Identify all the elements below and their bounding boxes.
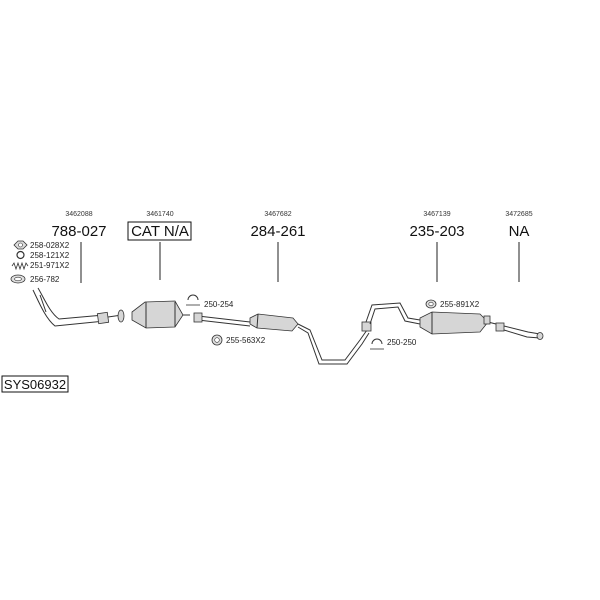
part-number-5: NA bbox=[509, 223, 530, 240]
part-number-4: 235-203 bbox=[409, 223, 464, 240]
u-clamp-icon-1 bbox=[186, 294, 200, 306]
hex-nut-icon bbox=[13, 240, 28, 250]
accessory-label-2: 258-121X2 bbox=[30, 251, 70, 260]
part-number-2: CAT N/A bbox=[131, 223, 189, 240]
part-ref-4: 3467139 bbox=[423, 211, 450, 218]
gasket-icon-2 bbox=[211, 334, 223, 346]
rear-silencer-part bbox=[361, 302, 497, 335]
accessory-label-4: 256-782 bbox=[30, 275, 60, 284]
part-ref-3: 3467682 bbox=[264, 211, 291, 218]
accessory-label-8: 255-891X2 bbox=[440, 300, 480, 309]
accessory-label-3: 251-971X2 bbox=[30, 261, 70, 270]
accessory-label-7: 250-250 bbox=[387, 338, 417, 347]
spring-icon bbox=[11, 261, 29, 271]
accessory-label-6: 255-563X2 bbox=[226, 336, 266, 345]
part-number-3: 284-261 bbox=[250, 223, 305, 240]
tail-pipe-part bbox=[495, 322, 544, 340]
part-ref-1: 3462088 bbox=[65, 211, 92, 218]
middle-silencer-part bbox=[193, 312, 370, 365]
u-clamp-icon-2 bbox=[370, 338, 384, 350]
part-number-2-box bbox=[127, 221, 192, 241]
gasket-icon-3 bbox=[425, 299, 437, 309]
catalytic-converter-part bbox=[107, 300, 190, 329]
system-code: SYS06932 bbox=[4, 377, 66, 392]
part-ref-2: 3461740 bbox=[146, 211, 173, 218]
part-number-1: 788-027 bbox=[51, 223, 106, 240]
accessory-label-5: 250-254 bbox=[204, 300, 234, 309]
front-pipe-part bbox=[32, 287, 110, 327]
accessory-label-1: 258-028X2 bbox=[30, 241, 70, 250]
system-code-box bbox=[1, 375, 69, 393]
gasket-icon bbox=[10, 274, 26, 284]
part-ref-5: 3472685 bbox=[505, 211, 532, 218]
ring-clamp-icon bbox=[16, 250, 25, 260]
